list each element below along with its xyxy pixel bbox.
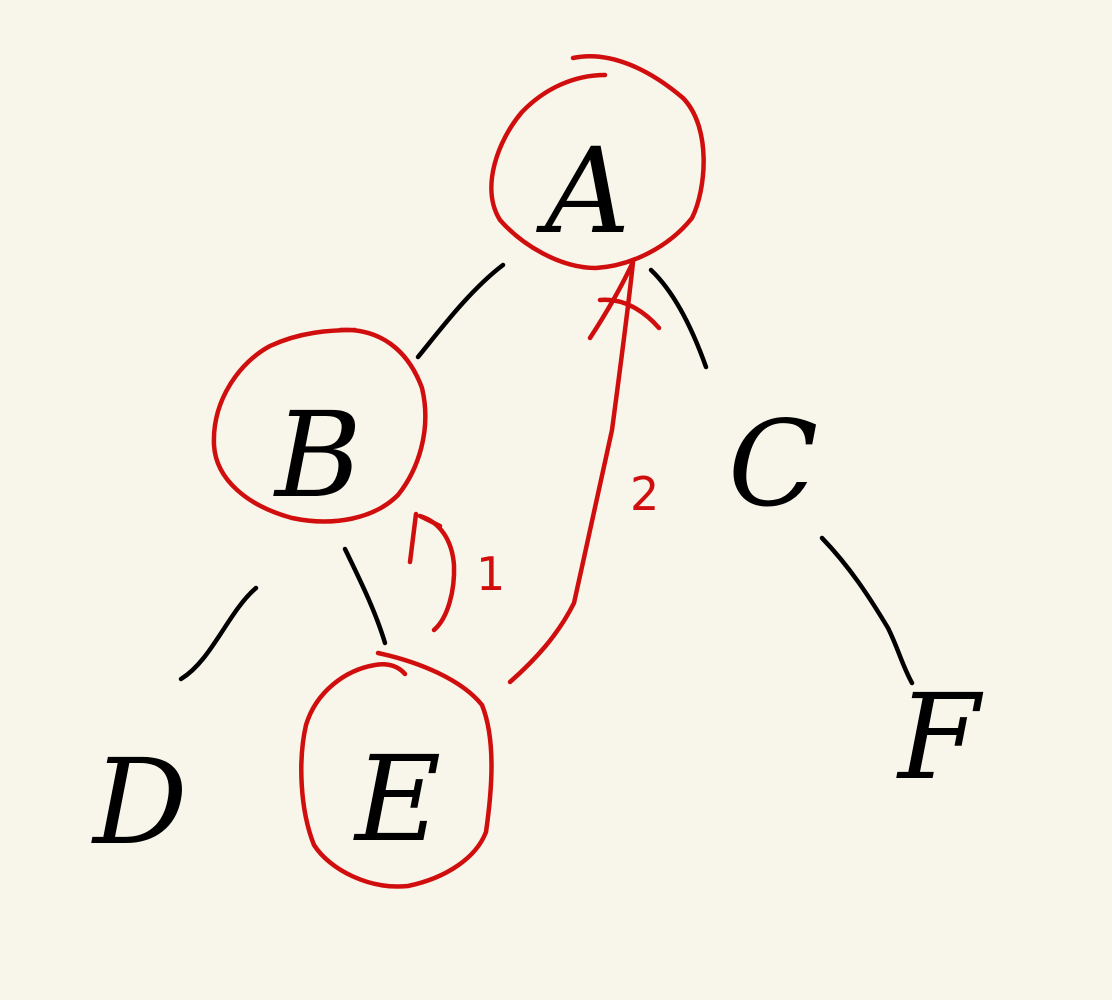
node-c-label: C [728, 395, 818, 533]
node-labels: A B C D E F [91, 122, 984, 871]
arrow-step-2-label: 2 [630, 467, 659, 521]
edge-a-c [648, 267, 709, 370]
node-e-highlight [299, 650, 494, 889]
arrow-step-1-label: 1 [476, 547, 505, 601]
node-a-label: A [536, 122, 630, 260]
edge-a-b [415, 262, 506, 360]
edge-c-f [819, 535, 915, 686]
node-b-highlight [211, 327, 428, 524]
node-f-label: F [896, 668, 984, 806]
node-a-highlight [489, 53, 706, 271]
edge-b-d [178, 585, 259, 682]
arrow-e-to-b [407, 511, 457, 633]
arrow-e-to-a [507, 259, 662, 685]
highlight-circles [211, 53, 706, 889]
node-e-label: E [353, 730, 441, 868]
tree-edges [178, 262, 915, 686]
step-labels: 1 2 [476, 467, 659, 601]
edge-b-e [342, 546, 388, 646]
node-b-label: B [273, 386, 362, 524]
path-arrows [407, 259, 662, 685]
node-d-label: D [91, 733, 188, 871]
